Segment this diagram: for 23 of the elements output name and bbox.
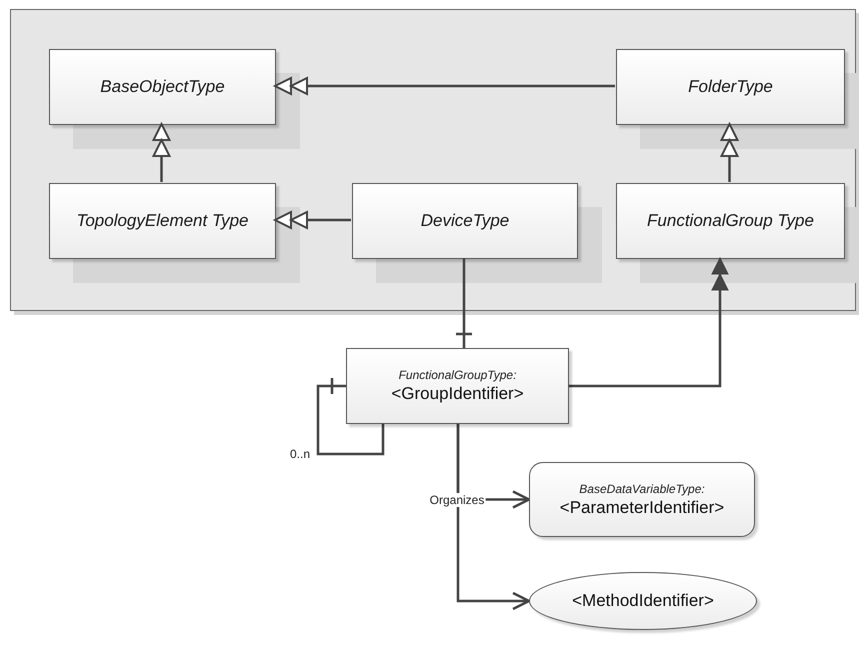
node-label: FolderType <box>688 76 773 98</box>
association-line <box>454 258 474 348</box>
type-box <box>616 49 845 125</box>
package-panel <box>10 9 856 311</box>
type-box <box>49 49 276 125</box>
node-label: FunctionalGroup Type <box>647 210 814 232</box>
node-label: BaseObjectType <box>100 76 225 98</box>
variable-box <box>529 462 755 537</box>
type-label: FunctionalGroupType: <box>398 367 516 383</box>
node-label: <ParameterIdentifier> <box>560 496 724 518</box>
edge-label: 0..n <box>290 447 310 461</box>
association-line <box>316 376 384 456</box>
object-box <box>346 348 569 424</box>
type-label: BaseDataVariableType: <box>579 480 705 496</box>
node-label: TopologyElement Type <box>76 210 248 232</box>
edge-label: Organizes <box>428 493 486 507</box>
node-label: <GroupIdentifier> <box>391 383 524 405</box>
type-box <box>352 183 578 259</box>
type-box <box>49 183 276 259</box>
arrow <box>456 424 530 610</box>
node-label: <MethodIdentifier> <box>572 590 714 612</box>
node-label: DeviceType <box>420 210 510 232</box>
type-box <box>616 183 845 259</box>
